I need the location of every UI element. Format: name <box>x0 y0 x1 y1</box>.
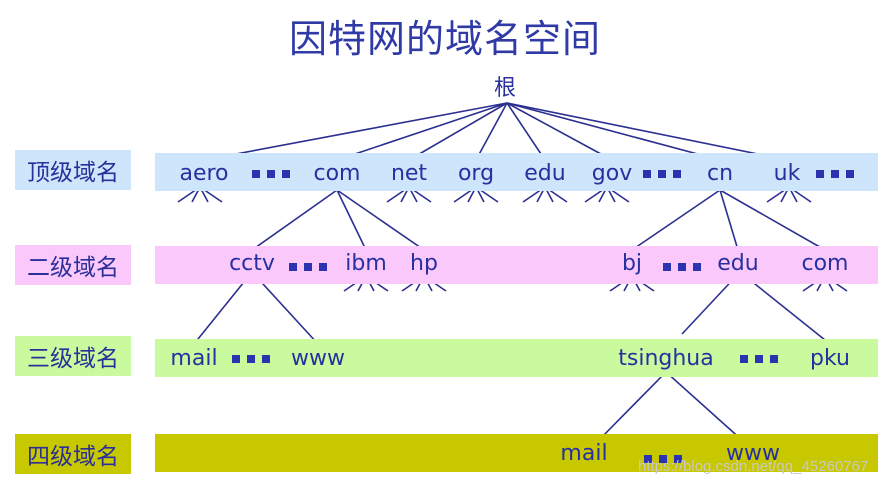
node-ibm: ibm <box>345 251 387 276</box>
node-org: org <box>457 161 495 186</box>
ellipsis-dots <box>289 263 327 271</box>
root-edge <box>408 102 508 161</box>
root-edge <box>506 102 546 161</box>
node-cn: cn <box>706 161 734 186</box>
page-title: 因特网的域名空间 <box>288 17 601 61</box>
tree-edge <box>739 271 831 345</box>
node-cctv: cctv <box>229 251 275 276</box>
ellipsis-dots <box>663 263 701 271</box>
root-edge <box>506 102 788 161</box>
node-mail-fourth: mail <box>560 441 608 466</box>
node-edu: edu <box>524 161 566 186</box>
ellipsis-dots <box>643 170 681 178</box>
node-www: www <box>291 346 345 371</box>
node-www-fourth: www <box>726 441 780 466</box>
node-uk: uk <box>773 161 801 186</box>
node-pku: pku <box>810 346 850 371</box>
ellipsis-dots <box>252 170 290 178</box>
tree-edge <box>251 271 319 345</box>
ellipsis-dots <box>232 355 270 363</box>
tree-edge <box>719 189 739 251</box>
tree-edge <box>251 189 338 251</box>
node-aero: aero <box>179 161 229 186</box>
tree-edge <box>193 271 253 345</box>
node-edu-second: edu <box>717 251 759 276</box>
band-second-level <box>155 246 878 284</box>
root-edge <box>203 102 508 161</box>
node-hp: hp <box>410 251 438 276</box>
node-com-second: com <box>801 251 849 276</box>
root-edge <box>475 102 508 161</box>
root-edge <box>336 102 508 161</box>
root-node: 根 <box>493 76 516 101</box>
node-mail: mail <box>170 346 218 371</box>
ellipsis-dots <box>740 355 778 363</box>
watermark: https://blog.csdn.net/qq_45260767 <box>638 458 869 475</box>
tree-edge <box>336 189 367 251</box>
level-label-top: 顶级域名 <box>15 150 131 190</box>
tree-edge <box>719 189 826 251</box>
band-fourth-level <box>155 434 878 472</box>
ellipsis-dots <box>644 455 682 463</box>
tree-edge <box>631 189 721 251</box>
ellipsis-dots <box>816 170 854 178</box>
level-label-second: 二级域名 <box>15 245 131 285</box>
node-com: com <box>313 161 361 186</box>
tree-edge <box>596 371 667 443</box>
tree-edge <box>336 189 425 251</box>
level-label-fourth: 四级域名 <box>15 434 131 474</box>
node-gov: gov <box>591 161 633 186</box>
node-bj: bj <box>621 251 643 276</box>
node-net: net <box>390 161 428 186</box>
node-tsinghua: tsinghua <box>618 346 714 371</box>
root-edge <box>506 102 613 161</box>
root-edge <box>506 102 721 161</box>
level-label-third: 三级域名 <box>15 336 131 376</box>
band-top-level <box>155 153 878 191</box>
